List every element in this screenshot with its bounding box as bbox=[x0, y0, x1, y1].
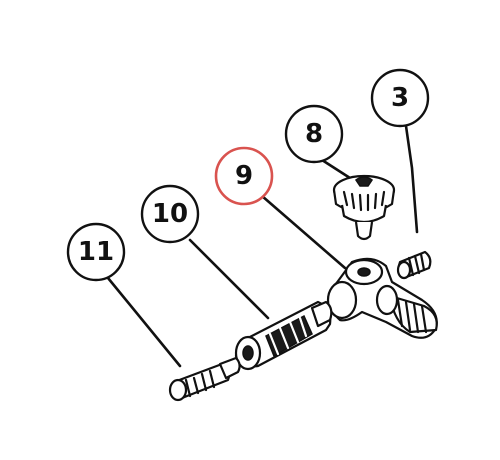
callout-label-11: 11 bbox=[78, 237, 114, 267]
part-8-valve bbox=[332, 174, 396, 241]
part-3-fitting bbox=[396, 250, 432, 280]
leader-line-11 bbox=[106, 276, 182, 368]
callout-9: 9 bbox=[214, 146, 274, 206]
leader-line-10 bbox=[188, 238, 270, 320]
callout-circle-8 bbox=[284, 104, 344, 164]
callout-label-8: 8 bbox=[305, 119, 323, 149]
callout-label-10: 10 bbox=[152, 199, 188, 229]
leader-lines bbox=[106, 124, 419, 368]
callout-label-3: 3 bbox=[391, 83, 409, 113]
leader-line-9 bbox=[260, 194, 347, 270]
callout-circle-11 bbox=[66, 222, 126, 282]
part-11-nipple bbox=[168, 356, 241, 402]
callout-label-9: 9 bbox=[235, 161, 253, 191]
callout-circle-3 bbox=[370, 68, 430, 128]
callout-circle-9-highlighted bbox=[214, 146, 274, 206]
leader-line-3 bbox=[404, 124, 419, 234]
callout-11: 11 bbox=[66, 222, 126, 282]
leader-line-8 bbox=[320, 158, 352, 180]
callout-8: 8 bbox=[284, 104, 344, 164]
callout-10: 10 bbox=[140, 184, 200, 244]
callout-circle-10 bbox=[140, 184, 200, 244]
part-9-tee-body bbox=[326, 257, 438, 339]
part-10-coupling bbox=[234, 300, 333, 371]
callout-3: 3 bbox=[370, 68, 430, 128]
